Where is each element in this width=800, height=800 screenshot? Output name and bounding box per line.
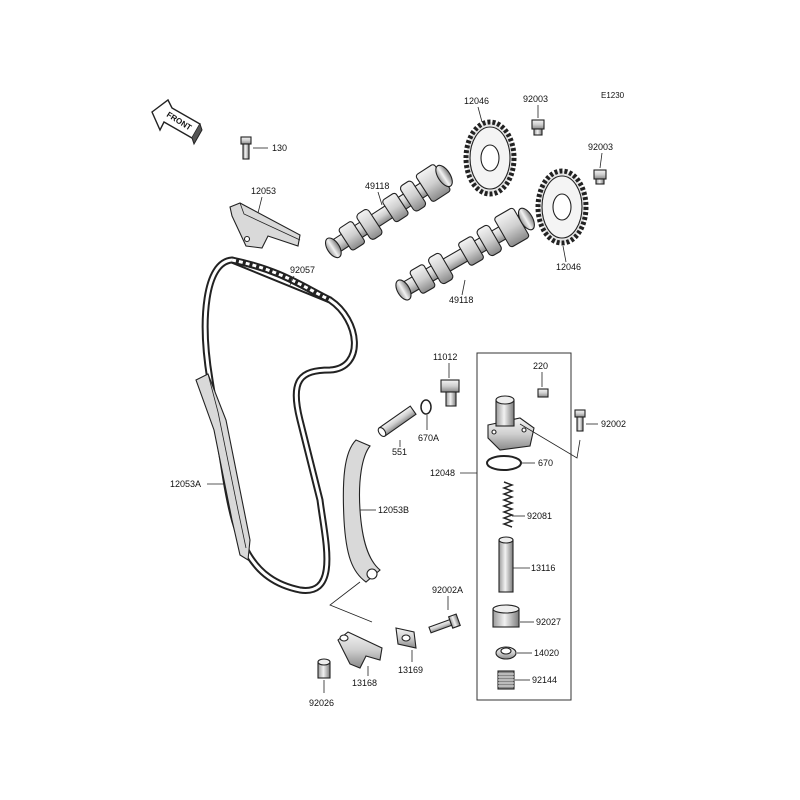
label-11012: 11012 bbox=[433, 352, 457, 362]
label-92026: 92026 bbox=[309, 698, 334, 708]
label-92057: 92057 bbox=[290, 265, 315, 275]
o-ring-670A: 670A bbox=[418, 399, 439, 443]
bolt-92003-right: 92003 bbox=[588, 142, 613, 185]
collar-92026: 92026 bbox=[309, 658, 334, 708]
o-ring-670: 670 bbox=[486, 455, 553, 471]
collar-92027: 92027 bbox=[492, 604, 561, 628]
bolt-92002A: 92002A bbox=[428, 585, 463, 634]
rod-13116: 13116 bbox=[498, 536, 555, 593]
assembly-line bbox=[329, 581, 373, 623]
label-551: 551 bbox=[392, 447, 407, 457]
bracket-13168: 13168 bbox=[337, 631, 383, 688]
label-92002: 92002 bbox=[601, 419, 626, 429]
tensioner-guide-12053B: 12053B bbox=[342, 439, 409, 583]
label-13169: 13169 bbox=[398, 665, 423, 675]
label-14020: 14020 bbox=[534, 648, 559, 658]
label-12046-lower: 12046 bbox=[556, 262, 581, 272]
bolt-220: 220 bbox=[533, 361, 549, 398]
label-49118-lower: 49118 bbox=[449, 295, 473, 305]
plate-13169: 13169 bbox=[395, 627, 423, 675]
diagram-code: E1230 bbox=[601, 91, 625, 100]
chain-guide-12053A: 12053A bbox=[170, 373, 251, 561]
sprocket-12046-lower: 12046 bbox=[535, 168, 589, 272]
spring-92081: 92081 bbox=[501, 481, 552, 528]
label-92081: 92081 bbox=[527, 511, 552, 521]
label-220: 220 bbox=[533, 361, 548, 371]
label-130: 130 bbox=[272, 143, 287, 153]
label-49118-upper: 49118 bbox=[365, 181, 389, 191]
label-12053A: 12053A bbox=[170, 479, 201, 489]
chain-guide-12053: 12053 bbox=[229, 186, 301, 249]
camshaft-49118-upper: 49118 bbox=[324, 164, 453, 259]
label-13116: 13116 bbox=[531, 563, 555, 573]
camshaft-49118-lower: 49118 bbox=[395, 207, 535, 305]
label-92003-right: 92003 bbox=[588, 142, 613, 152]
label-13168: 13168 bbox=[352, 678, 377, 688]
spring-92144: 92144 bbox=[497, 670, 557, 690]
label-12048: 12048 bbox=[430, 468, 455, 478]
label-12053: 12053 bbox=[251, 186, 276, 196]
cap-bolt-11012: 11012 bbox=[433, 352, 460, 407]
label-12046-upper: 12046 bbox=[464, 96, 489, 106]
cam-chain-92057: 92057 bbox=[201, 256, 358, 594]
bolt-130: 130 bbox=[240, 136, 287, 160]
bolt-92003-upper: 92003 bbox=[523, 94, 548, 136]
tensioner-body-12048: 12048 bbox=[430, 395, 535, 478]
label-92003-upper: 92003 bbox=[523, 94, 548, 104]
sprocket-12046-upper: 12046 bbox=[463, 96, 517, 197]
label-92144: 92144 bbox=[532, 675, 557, 685]
nut-14020: 14020 bbox=[495, 646, 559, 660]
tensioner-group-frame bbox=[476, 352, 572, 701]
label-670A: 670A bbox=[418, 433, 439, 443]
label-670: 670 bbox=[538, 458, 553, 468]
label-12053B: 12053B bbox=[378, 505, 409, 515]
bolt-92002: 92002 bbox=[519, 409, 626, 459]
label-92027: 92027 bbox=[536, 617, 561, 627]
front-arrow-icon: FRONT bbox=[151, 98, 203, 146]
pin-551: 551 bbox=[377, 405, 417, 457]
label-92002A: 92002A bbox=[432, 585, 463, 595]
